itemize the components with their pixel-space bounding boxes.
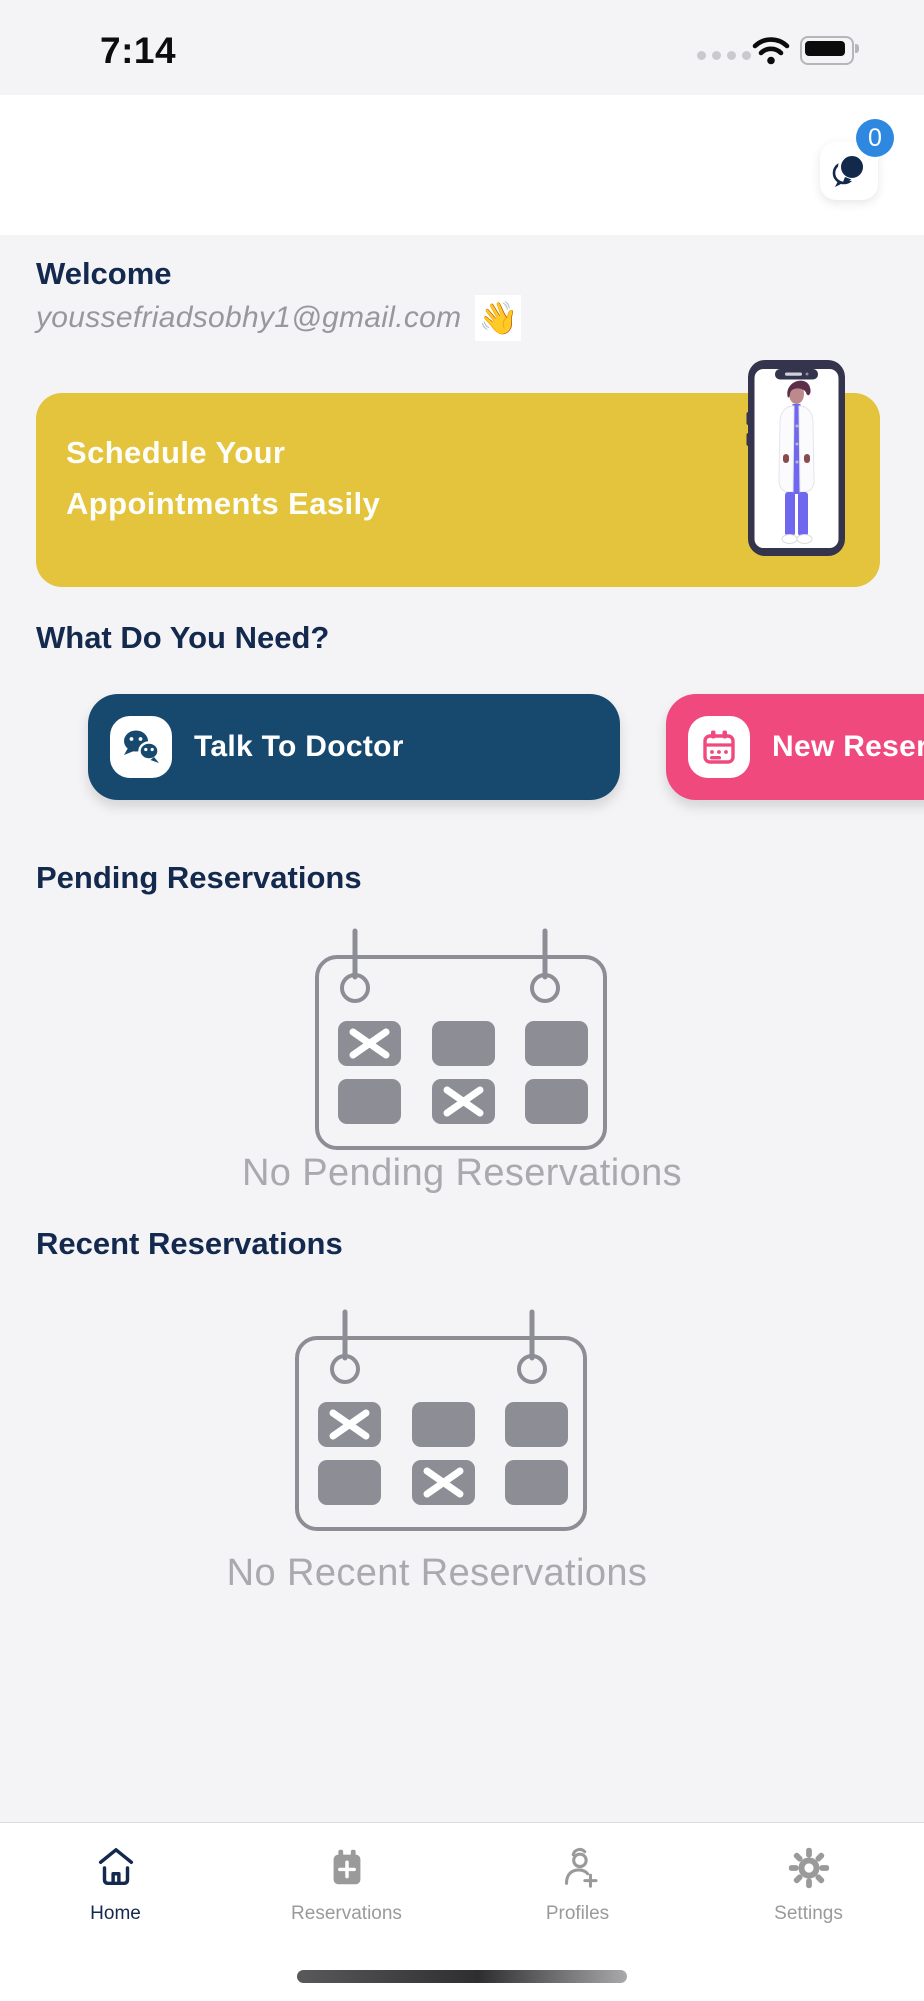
- new-reservation-label: New Reservation: [772, 730, 924, 763]
- gear-icon: [788, 1847, 829, 1889]
- banner-text: Schedule Your Appointments Easily: [66, 427, 380, 529]
- status-bar: 7:14: [0, 0, 924, 95]
- banner-line2: Appointments Easily: [66, 486, 381, 521]
- talk-to-doctor-button[interactable]: Talk To Doctor: [88, 694, 620, 800]
- pending-reservations-title: Pending Reservations: [36, 860, 362, 895]
- profiles-add-icon: [564, 1847, 598, 1888]
- no-pending-text: No Pending Reservations: [241, 1152, 683, 1194]
- cellular-signal-icon: [697, 51, 751, 60]
- tab-home[interactable]: Home: [0, 1823, 231, 2001]
- wave-emoji: 👋: [475, 295, 522, 341]
- tab-reservations[interactable]: Reservations: [231, 1823, 462, 2001]
- calendar-plus-icon: [333, 1849, 360, 1885]
- welcome-row: youssefriadsobhy1@gmail.com 👋: [36, 295, 522, 341]
- status-time: 7:14: [100, 30, 177, 71]
- tab-settings-label: Settings: [774, 1903, 843, 1924]
- recent-reservations-title: Recent Reservations: [36, 1226, 343, 1261]
- tab-profiles-label: Profiles: [545, 1903, 610, 1924]
- what-you-need-title: What Do You Need?: [36, 620, 330, 655]
- welcome-title: Welcome: [36, 256, 172, 291]
- doctor-phone-illustration: [746, 360, 845, 556]
- header: 0: [0, 95, 924, 235]
- tab-settings[interactable]: Settings: [693, 1823, 924, 2001]
- calendar-plus-icon: [688, 716, 750, 778]
- tab-profiles[interactable]: Profiles: [462, 1823, 693, 2001]
- chat-doctor-icon: [110, 716, 172, 778]
- tab-home-label: Home: [90, 1903, 141, 1924]
- empty-calendar-illustration: [315, 928, 607, 1150]
- banner-line1: Schedule Your: [66, 435, 286, 470]
- home-icon: [98, 1848, 133, 1886]
- schedule-banner: Schedule Your Appointments Easily: [36, 393, 880, 587]
- wifi-icon: [752, 37, 790, 65]
- no-recent-text: No Recent Reservations: [226, 1552, 648, 1594]
- home-indicator[interactable]: [297, 1970, 627, 1983]
- chat-badge: 0: [856, 119, 894, 157]
- talk-to-doctor-label: Talk To Doctor: [194, 730, 404, 763]
- tab-reservations-label: Reservations: [291, 1903, 402, 1924]
- new-reservation-button[interactable]: New Reservation: [666, 694, 924, 800]
- empty-calendar-illustration: [295, 1309, 587, 1531]
- battery-icon: [800, 36, 859, 65]
- chat-bubble-icon: [832, 153, 866, 187]
- user-email: youssefriadsobhy1@gmail.com: [36, 301, 462, 334]
